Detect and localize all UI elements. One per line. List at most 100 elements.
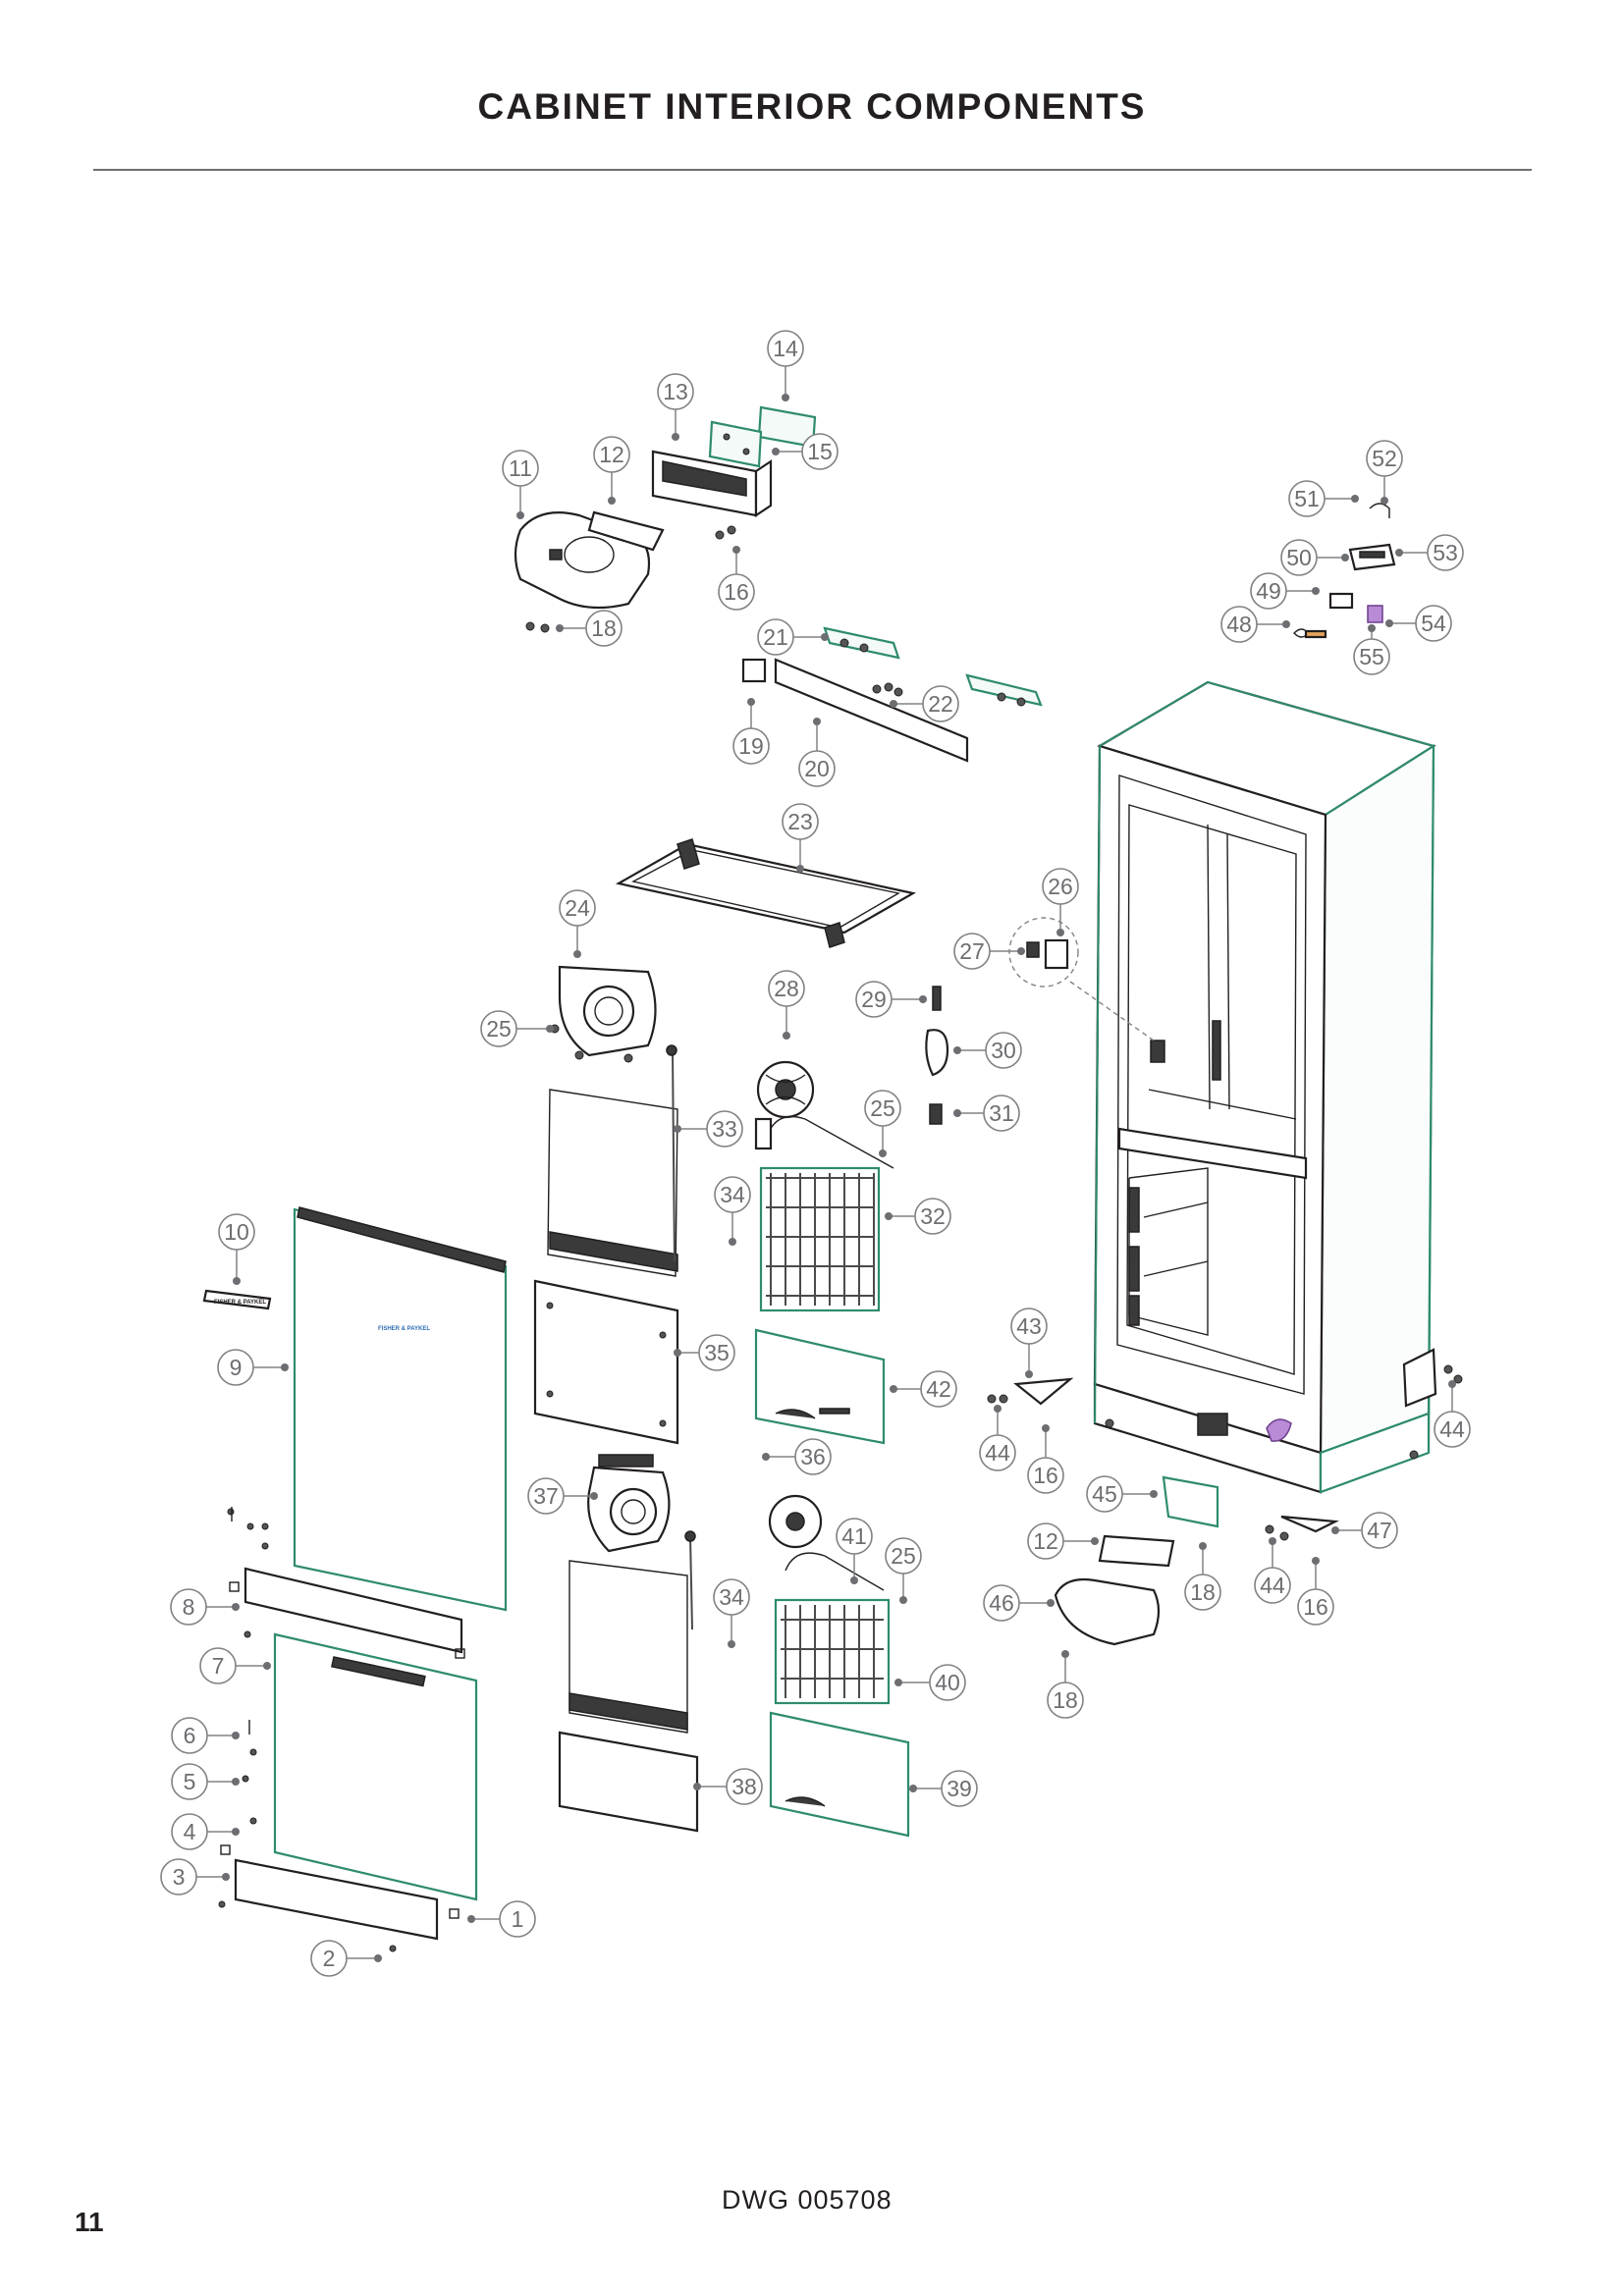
- callout-1: 1: [467, 1900, 536, 1938]
- callout-23: 23: [782, 803, 819, 873]
- callout-leader-dot: [1282, 620, 1290, 628]
- callout-balloon: [1415, 605, 1452, 642]
- callout-leader-dot: [467, 1915, 475, 1923]
- callout-21: 21: [757, 618, 829, 656]
- callout-number: 16: [1033, 1463, 1058, 1488]
- callout-leader-dot: [894, 1679, 902, 1686]
- callout-number: 44: [1260, 1573, 1285, 1598]
- callout-number: 9: [230, 1355, 243, 1380]
- callout-balloon: [1254, 1567, 1291, 1604]
- callout-number: 31: [989, 1100, 1014, 1126]
- callout-number: 51: [1294, 486, 1320, 511]
- callout-leader-dot: [546, 1025, 554, 1033]
- callout-number: 26: [1048, 874, 1073, 899]
- callout-number: 32: [920, 1203, 946, 1229]
- page-number: 11: [75, 2207, 104, 2237]
- part-12-gasket: [587, 510, 665, 552]
- callout-52: 52: [1366, 440, 1403, 505]
- callout-11: 11: [502, 450, 539, 519]
- callout-number: 36: [800, 1444, 826, 1469]
- callout-50: 50: [1280, 539, 1349, 576]
- screws-44: [987, 1364, 1463, 1541]
- callout-leader-dot: [890, 1385, 897, 1393]
- callout-44: 44: [979, 1405, 1016, 1471]
- callout-number: 44: [1439, 1416, 1465, 1442]
- page-title: CABINET INTERIOR COMPONENTS: [477, 86, 1147, 127]
- part-26-detail-circle: [1008, 917, 1079, 988]
- part-19-pad: [741, 658, 767, 683]
- callout-51: 51: [1288, 480, 1359, 517]
- part-39-evap-cover: [769, 1711, 910, 1838]
- callout-leader-dot: [1061, 1650, 1069, 1658]
- callout-25: 25: [864, 1090, 901, 1157]
- callout-number: 34: [720, 1182, 745, 1207]
- callout-balloon: [714, 1176, 751, 1213]
- callout-41: 41: [836, 1518, 873, 1584]
- callout-leader-dot: [1385, 619, 1393, 627]
- callout-number: 41: [841, 1523, 867, 1549]
- callout-18: 18: [1184, 1542, 1221, 1611]
- callout-leader-dot: [821, 633, 829, 641]
- callout-42: 42: [890, 1370, 957, 1408]
- part-22-screws: [872, 682, 903, 697]
- callout-balloon: [801, 433, 839, 470]
- callout-leader-dot: [1312, 587, 1320, 595]
- callout-leader-dot: [1047, 1599, 1055, 1607]
- callout-4: 4: [171, 1813, 240, 1850]
- callout-number: 20: [804, 756, 830, 781]
- callout-leader-dot: [590, 1492, 598, 1500]
- callout-leader-dot: [909, 1785, 917, 1792]
- part-30-duct: [925, 1029, 949, 1077]
- part-35-cover: [533, 1279, 679, 1445]
- heater-frame-lower: [568, 1530, 696, 1734]
- callout-balloon: [706, 1110, 743, 1148]
- part-7-panel: [273, 1632, 478, 1901]
- parts-48-55-cluster: [1293, 503, 1396, 639]
- callout-leader-dot: [1056, 929, 1064, 936]
- callout-30: 30: [953, 1032, 1022, 1069]
- callout-leader-dot: [747, 698, 755, 706]
- callout-balloon: [657, 373, 694, 410]
- callout-balloon: [979, 1434, 1016, 1471]
- callout-leader-dot: [1331, 1526, 1339, 1534]
- callout-balloon: [768, 970, 805, 1007]
- callout-leader-dot: [693, 1783, 701, 1790]
- callout-balloon: [171, 1717, 208, 1754]
- part-45-bracket: [1162, 1475, 1219, 1528]
- callout-balloon: [585, 610, 623, 647]
- callout-balloon: [1027, 1457, 1064, 1494]
- callout-number: 38: [731, 1774, 757, 1799]
- callout-balloon: [310, 1940, 348, 1977]
- callout-balloon: [1184, 1574, 1221, 1611]
- callout-number: 29: [861, 987, 887, 1012]
- callout-number: 8: [183, 1594, 195, 1620]
- callout-44: 44: [1254, 1537, 1291, 1604]
- callout-49: 49: [1250, 572, 1320, 610]
- callout-number: 28: [774, 976, 799, 1001]
- callout-number: 2: [323, 1946, 336, 1971]
- callout-number: 18: [1053, 1687, 1078, 1713]
- callout-leader-dot: [1042, 1424, 1050, 1432]
- callout-leader-dot: [1017, 947, 1025, 955]
- callout-6: 6: [171, 1717, 240, 1754]
- callout-number: 12: [1033, 1528, 1058, 1554]
- callout-balloon: [1434, 1411, 1471, 1448]
- callout-13: 13: [657, 373, 694, 441]
- callout-balloon: [929, 1664, 966, 1701]
- part-43-bracket: [1013, 1377, 1074, 1406]
- callout-34: 34: [714, 1176, 751, 1246]
- callout-3: 3: [160, 1858, 230, 1896]
- part-20-panel: [774, 658, 969, 763]
- callout-balloon: [199, 1647, 237, 1684]
- callout-leader-dot: [890, 700, 897, 708]
- callout-balloon: [499, 1900, 536, 1938]
- callout-leader-dot: [556, 624, 564, 632]
- callout-balloon: [593, 436, 630, 473]
- callout-14: 14: [767, 330, 804, 401]
- callout-leader-dot: [899, 1596, 907, 1604]
- callout-number: 21: [763, 624, 788, 650]
- callout-number: 39: [947, 1776, 972, 1801]
- callout-22: 22: [890, 685, 959, 722]
- callout-5: 5: [171, 1763, 240, 1800]
